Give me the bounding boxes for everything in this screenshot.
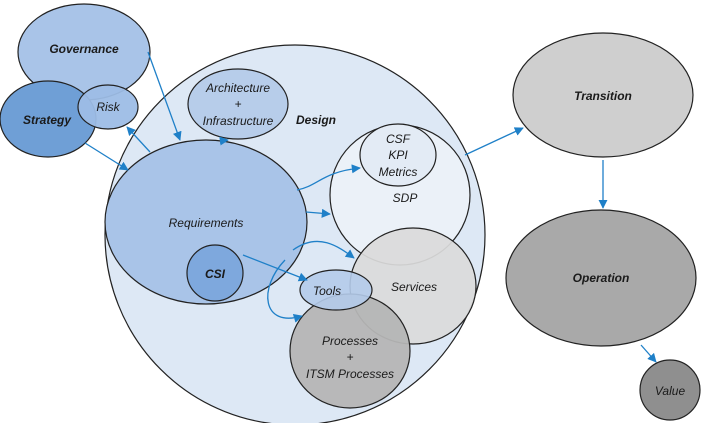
transition-label: Transition <box>574 89 632 103</box>
csi-circle <box>186 244 244 302</box>
tools-label: Tools <box>313 284 341 298</box>
csf-label: CSF <box>386 132 411 146</box>
requirements-label: Requirements <box>169 216 244 230</box>
arrow-requirements-to-sdp <box>305 208 331 218</box>
operation-label: Operation <box>573 271 630 285</box>
metrics-label: Metrics <box>379 165 418 179</box>
transition-ellipse <box>512 32 694 158</box>
services-label: Services <box>391 280 437 294</box>
risk-label: Risk <box>96 100 120 114</box>
processes-label-plus: + <box>346 350 353 364</box>
arrow-requirements-to-risk <box>126 126 151 153</box>
arrow-governance-to-requirements <box>147 51 182 141</box>
processes-label-line2: ITSM Processes <box>306 367 394 381</box>
risk-ellipse <box>77 84 139 130</box>
governance-label: Governance <box>49 42 119 56</box>
arrow-csi-to-tools <box>242 254 308 282</box>
csf-kpi-metrics-ellipse <box>359 123 437 187</box>
csi-label: CSI <box>205 267 226 281</box>
architecture-label-line2: Infrastructure <box>203 114 274 128</box>
arrow-operation-to-value <box>640 344 657 363</box>
architecture-label-plus: + <box>234 97 241 111</box>
sdp-label: SDP <box>393 191 418 205</box>
processes-label-line1: Processes <box>322 334 378 348</box>
kpi-label: KPI <box>388 148 408 162</box>
strategy-label: Strategy <box>23 113 72 127</box>
value-label: Value <box>655 384 686 398</box>
arrow-requirements-to-csf <box>296 164 361 191</box>
design-label: Design <box>296 113 336 127</box>
arrow-design-to-transition <box>464 127 524 156</box>
architecture-ellipse <box>187 68 289 140</box>
tools-ellipse <box>299 269 373 311</box>
value-ellipse <box>639 359 701 421</box>
arrow-requirements-to-services <box>292 240 355 259</box>
arrow-strategy-to-requirements <box>84 142 129 171</box>
architecture-label-line1: Architecture <box>205 81 270 95</box>
operation-ellipse <box>505 209 697 347</box>
arrow-requirements-to-processes <box>267 259 303 323</box>
arrow-requirements-to-architecture <box>219 136 229 146</box>
requirements-ellipse <box>104 139 308 305</box>
